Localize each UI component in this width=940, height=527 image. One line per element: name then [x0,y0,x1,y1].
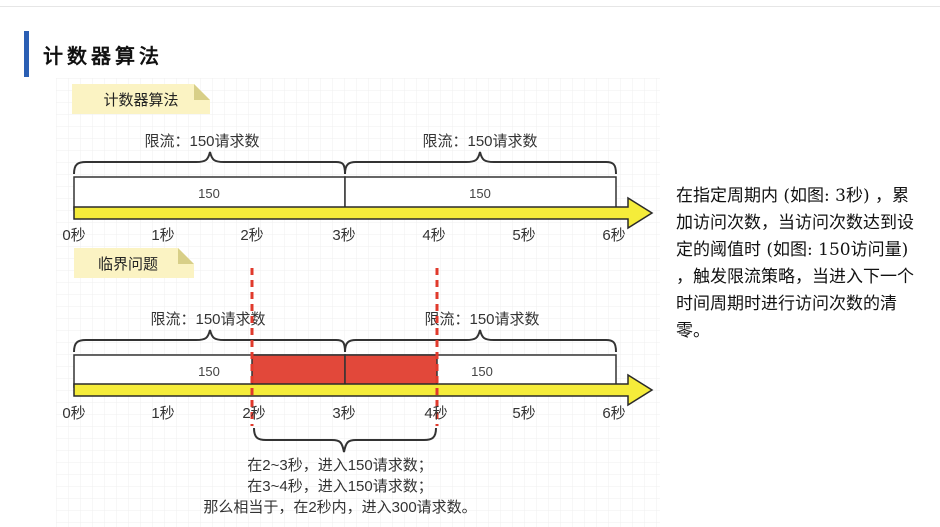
tick-label: 6秒 [602,405,625,422]
bottom-tag-label: 临界问题 [98,256,158,273]
timeline-arrow-bottom [73,373,654,407]
critical-window-2-value: 150 [471,364,493,379]
tick-label: 6秒 [602,227,625,244]
top-tag: 计数器算法 [72,84,210,114]
limit-label-window-2: 限流：150请求数 [422,133,537,150]
time-axis-bottom: 0秒 1秒 2秒 3秒 4秒 5秒 6秒 [62,405,625,422]
timeline-arrow-top [73,196,654,230]
explanation: 在2~3秒，进入150请求数； 在3~4秒，进入150请求数； 那么相当于，在2… [203,457,476,516]
tick-label: 2秒 [242,405,265,422]
section-header: 计数器算法 [24,30,163,78]
tick-label: 4秒 [422,227,445,244]
tick-label: 0秒 [62,227,85,244]
critical-segment-2-3s [251,354,346,388]
tick-label: 1秒 [151,405,174,422]
window-2-value: 150 [469,186,491,201]
tick-label: 4秒 [424,405,447,422]
tick-label: 3秒 [332,405,355,422]
grid-background [56,78,660,527]
tick-label: 5秒 [512,405,535,422]
critical-window-1-brace [73,329,346,353]
limit-label-window-1: 限流：150请求数 [144,133,259,150]
explanation-line: 在3~4秒，进入150请求数； [247,478,432,495]
critical-window-2-brace [344,329,617,353]
algorithm-description: 在指定周期内 (如图: 3秒) ，累加访问次数，当访问次数达到设定的阈值时 (如… [676,186,914,341]
tick-label: 1秒 [151,227,174,244]
window-1-value: 150 [198,186,220,201]
top-tag-label: 计数器算法 [103,91,178,109]
window-1-brace [73,151,346,175]
critical-window-1-value: 150 [198,364,220,379]
limit-label-window-1-critical: 限流：150请求数 [150,311,265,328]
tick-label: 5秒 [512,227,535,244]
section-accent-bar [24,31,29,77]
tick-label: 0秒 [62,405,85,422]
time-axis-top: 0秒 1秒 2秒 3秒 4秒 5秒 6秒 [62,227,625,244]
limit-label-window-2-critical: 限流：150请求数 [424,311,539,328]
window-1-box [73,176,346,210]
critical-range-brace [253,427,437,453]
counter-algorithm-diagram: 计数器算法 限流：150请求数 限流：150请求数 150 150 0秒 1秒 … [56,78,660,527]
bottom-tag: 临界问题 [74,248,194,278]
tick-label: 3秒 [332,227,355,244]
section-title: 计数器算法 [43,43,163,68]
tick-label: 2秒 [240,227,263,244]
explanation-line: 在2~3秒，进入150请求数； [247,457,432,474]
explanation-line: 那么相当于，在2秒内，进入300请求数。 [203,499,476,516]
top-divider [0,6,940,7]
window-2-brace [344,151,617,175]
critical-segment-3-4s [344,354,438,388]
